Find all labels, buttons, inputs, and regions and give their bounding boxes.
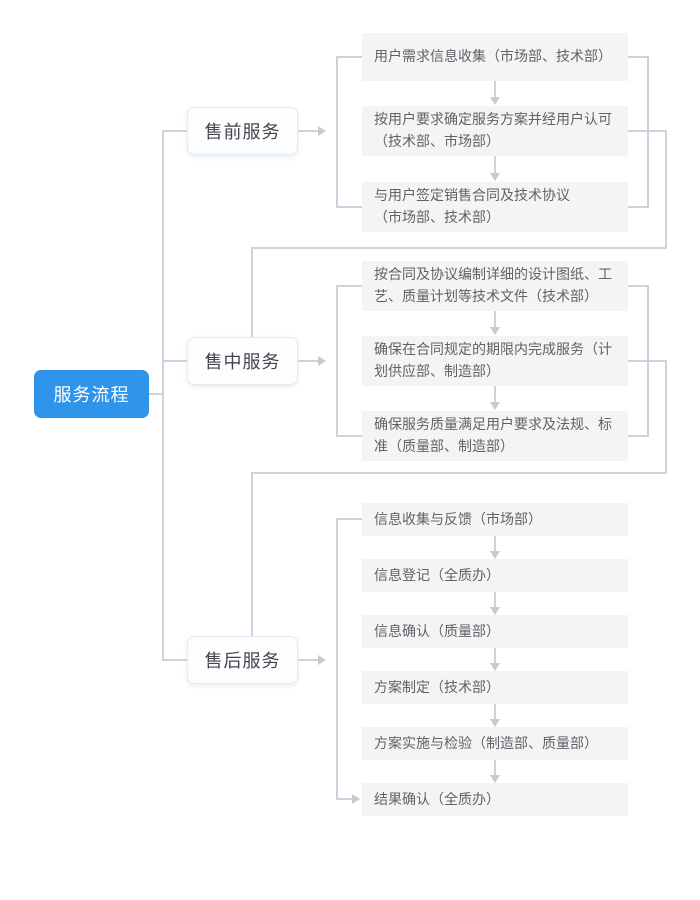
connector-line <box>251 472 253 636</box>
step-node: 信息收集与反馈（市场部） <box>362 503 628 536</box>
connector-line <box>494 760 496 775</box>
stage-node-after-sale: 售后服务 <box>187 636 298 684</box>
connector-line <box>665 130 667 249</box>
step-node: 确保服务质量满足用户要求及法规、标 准（质量部、制造部） <box>362 411 628 461</box>
connector-line <box>336 285 338 437</box>
connector-line <box>336 435 362 437</box>
connector-line <box>298 659 318 661</box>
connector-line <box>336 56 362 58</box>
step-label: 方案实施与检验（制造部、质量部） <box>374 735 598 752</box>
step-label: 方案制定（技术部） <box>374 679 500 696</box>
step-node: 用户需求信息收集（市场部、技术部） <box>362 33 628 81</box>
connector-line <box>494 592 496 607</box>
step-label: 按用户要求确定服务方案并经用户认可 （技术部、市场部） <box>374 112 612 150</box>
connector-line <box>494 704 496 719</box>
connector-line <box>298 130 318 132</box>
connector-line <box>251 247 253 337</box>
arrow-down-icon <box>490 327 500 335</box>
arrow-down-icon <box>490 402 500 410</box>
connector-line <box>628 360 666 362</box>
step-label: 与用户签定销售合同及技术协议 （市场部、技术部） <box>374 188 570 226</box>
step-label: 确保在合同规定的期限内完成服务（计 划供应部、制造部） <box>374 342 612 380</box>
connector-line <box>494 648 496 663</box>
connector-line <box>336 518 362 520</box>
step-label: 确保服务质量满足用户要求及法规、标 准（质量部、制造部） <box>374 417 612 455</box>
connector-line <box>494 156 496 174</box>
step-label: 按合同及协议编制详细的设计图纸、工 艺、质量计划等技术文件（技术部） <box>374 267 612 305</box>
step-label: 信息确认（质量部） <box>374 623 500 640</box>
arrow-down-icon <box>490 719 500 727</box>
step-label: 结果确认（全质办） <box>374 791 500 808</box>
connector-line <box>149 393 163 395</box>
arrow-down-icon <box>490 173 500 181</box>
connector-line <box>628 206 649 208</box>
stage-label: 售中服务 <box>204 352 281 373</box>
step-node: 确保在合同规定的期限内完成服务（计 划供应部、制造部） <box>362 336 628 386</box>
step-node: 按用户要求确定服务方案并经用户认可 （技术部、市场部） <box>362 106 628 156</box>
root-node-label: 服务流程 <box>53 385 130 406</box>
connector-line <box>251 247 667 249</box>
arrow-down-icon <box>490 663 500 671</box>
step-node: 信息登记（全质办） <box>362 559 628 592</box>
step-node: 结果确认（全质办） <box>362 783 628 816</box>
step-node: 方案制定（技术部） <box>362 671 628 704</box>
arrow-down-icon <box>490 775 500 783</box>
connector-line <box>494 536 496 551</box>
connector-line <box>162 130 187 132</box>
connector-line <box>162 130 164 661</box>
stage-label: 售后服务 <box>204 651 281 672</box>
connector-line <box>494 311 496 328</box>
stage-node-pre-sale: 售前服务 <box>187 107 298 155</box>
connector-line <box>336 56 338 208</box>
connector-line <box>628 130 666 132</box>
arrow-down-icon <box>490 551 500 559</box>
arrow-right-icon <box>318 126 326 136</box>
arrow-right-icon <box>318 655 326 665</box>
connector-line <box>494 81 496 98</box>
arrow-down-icon <box>490 607 500 615</box>
connector-line <box>647 56 649 208</box>
connector-line <box>628 285 648 287</box>
stage-label: 售前服务 <box>204 122 281 143</box>
connector-line <box>336 285 362 287</box>
connector-line <box>251 472 667 474</box>
connector-line <box>162 360 187 362</box>
root-node: 服务流程 <box>34 370 149 418</box>
arrow-right-icon <box>318 356 326 366</box>
connector-line <box>336 798 352 800</box>
step-label: 信息登记（全质办） <box>374 567 500 584</box>
connector-line <box>665 360 667 474</box>
connector-line <box>336 206 362 208</box>
connector-line <box>298 360 318 362</box>
arrow-down-icon <box>490 97 500 105</box>
stage-node-in-sale: 售中服务 <box>187 337 298 385</box>
arrow-right-icon <box>352 794 360 804</box>
step-label: 用户需求信息收集（市场部、技术部） <box>374 49 612 65</box>
step-node: 信息确认（质量部） <box>362 615 628 648</box>
step-node: 与用户签定销售合同及技术协议 （市场部、技术部） <box>362 182 628 232</box>
connector-line <box>494 386 496 403</box>
connector-line <box>628 56 648 58</box>
step-node: 按合同及协议编制详细的设计图纸、工 艺、质量计划等技术文件（技术部） <box>362 261 628 311</box>
step-label: 信息收集与反馈（市场部） <box>374 511 542 528</box>
connector-line <box>162 659 187 661</box>
connector-line <box>628 435 649 437</box>
connector-line <box>336 518 338 800</box>
step-node: 方案实施与检验（制造部、质量部） <box>362 727 628 760</box>
